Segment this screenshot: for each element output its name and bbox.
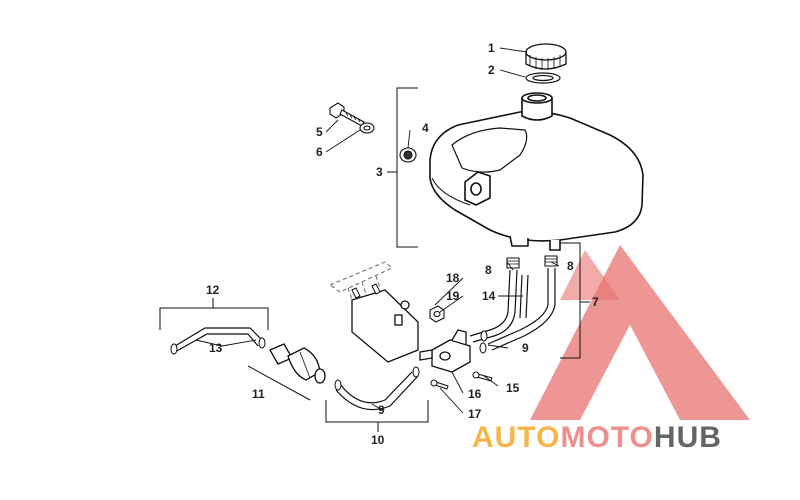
callout-10: 10	[371, 433, 385, 447]
logo-outer-triangle	[530, 245, 750, 420]
svg-text:AUTOMOTOHUB: AUTOMOTOHUB	[472, 421, 722, 454]
logo-left-peak	[560, 250, 620, 300]
callout-7: 7	[592, 295, 599, 309]
fuel-hose	[469, 268, 556, 351]
tank-vent	[549, 240, 561, 251]
tank-outlet	[509, 235, 529, 247]
callout-16: 16	[468, 387, 482, 401]
cap-gasket	[525, 72, 561, 84]
callout-3: 3	[376, 165, 383, 179]
fuel-valve	[419, 329, 471, 373]
hose-clamp	[506, 255, 558, 269]
callout-13: 13	[209, 341, 223, 355]
callout-18: 18	[446, 271, 460, 285]
group-bracket-3	[396, 87, 418, 248]
hose-clamp-small	[170, 337, 266, 355]
callout-2: 2	[488, 63, 495, 77]
callout-9b: 9	[378, 403, 385, 417]
frame-section	[329, 261, 393, 301]
callout-4: 4	[422, 121, 429, 135]
callout-15: 15	[506, 381, 520, 395]
automotohub-wordmark: AUTOMOTOHUB	[472, 421, 722, 454]
wordmark-hub: HUB	[654, 421, 722, 454]
grommet	[399, 147, 417, 163]
bracket-bolts	[351, 283, 381, 299]
outlet-hose	[335, 371, 419, 411]
callout-8a: 8	[485, 263, 492, 277]
callout-1: 1	[488, 41, 495, 55]
callout-9a: 9	[522, 341, 529, 355]
callout-11: 11	[252, 387, 265, 401]
leader-lines	[195, 47, 560, 414]
group-bracket-11	[247, 365, 311, 401]
wordmark-auto: AUTO	[472, 421, 560, 454]
group-bracket-10	[325, 400, 429, 423]
callout-12: 12	[206, 283, 220, 297]
fuel-cap	[525, 43, 567, 70]
lock-nut	[429, 305, 445, 323]
fuel-filter	[269, 343, 326, 384]
group-bracket-12	[159, 307, 269, 330]
wordmark-moto: MOTO	[560, 421, 653, 454]
callout-5: 5	[316, 125, 323, 139]
group-bracket-7	[560, 242, 581, 359]
callout-14: 14	[482, 289, 496, 303]
valve-screws	[430, 371, 493, 390]
fuel-tank	[429, 92, 644, 251]
automotohub-logo	[530, 245, 750, 420]
fuel-valve-bracket	[351, 289, 419, 363]
callout-6: 6	[316, 145, 323, 159]
outlet-hose-clamps	[334, 330, 488, 391]
washer	[359, 122, 375, 134]
callout-17: 17	[468, 407, 482, 421]
logo-inner-notch	[605, 345, 655, 400]
callout-8b: 8	[567, 259, 574, 273]
inlet-hose	[174, 327, 263, 353]
filler-neck	[521, 92, 553, 121]
mounting-tab	[464, 171, 491, 206]
callout-19: 19	[446, 289, 460, 303]
